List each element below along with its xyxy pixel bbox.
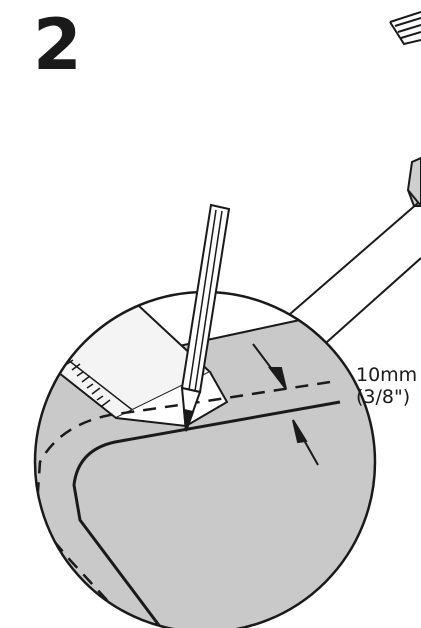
step-number: 2 — [33, 4, 82, 86]
pen-holder-icon — [406, 156, 421, 207]
dimension-arrow-icon — [252, 343, 319, 466]
metric-measurement: 10mm — [356, 364, 418, 386]
marking-tool-icon — [389, 11, 421, 46]
pencil-icon — [180, 203, 231, 432]
seam-allowance-label: 10mm (3/8") — [356, 364, 417, 408]
zoom-connector-lines — [289, 202, 421, 351]
imperial-measurement: (3/8") — [356, 386, 411, 408]
